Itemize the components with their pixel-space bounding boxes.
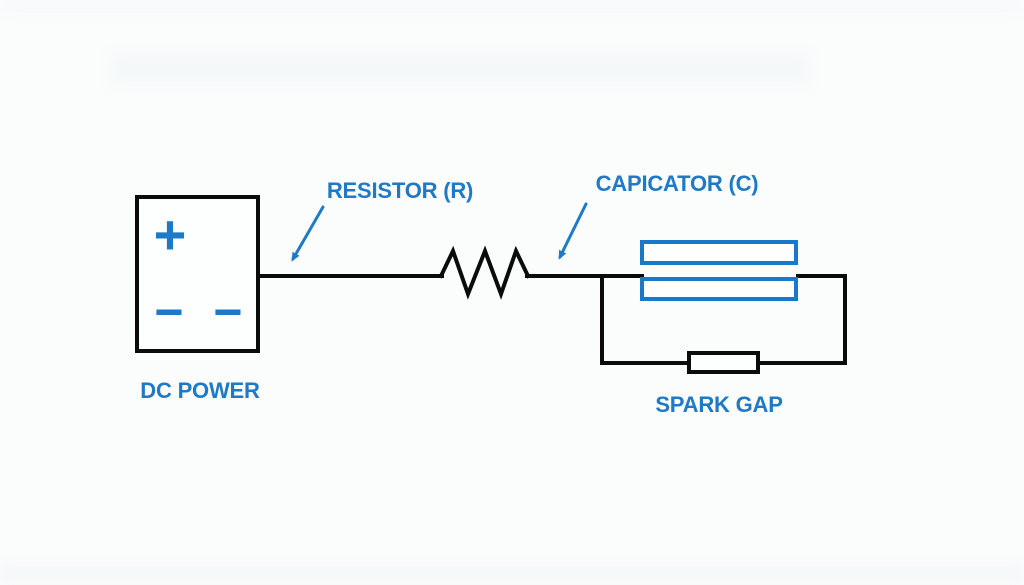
dc-power-label: DC POWER (140, 378, 260, 403)
minus-icon: − (213, 284, 243, 340)
capacitor-bottom-plate (640, 277, 798, 301)
resistor-symbol (438, 245, 531, 300)
resistor-label: RESISTOR (R) (326, 178, 474, 203)
capacitor-arrow-icon (558, 202, 588, 260)
minus-icon: − (154, 284, 184, 340)
capacitor-label: CAPICATOR (C) (595, 171, 759, 196)
spark-gap-label: SPARK GAP (655, 392, 783, 417)
capacitor-top-plate (640, 240, 798, 265)
resistor-arrow-icon (291, 205, 325, 262)
plus-icon: + (153, 203, 187, 266)
spark-gap-box (687, 351, 760, 374)
